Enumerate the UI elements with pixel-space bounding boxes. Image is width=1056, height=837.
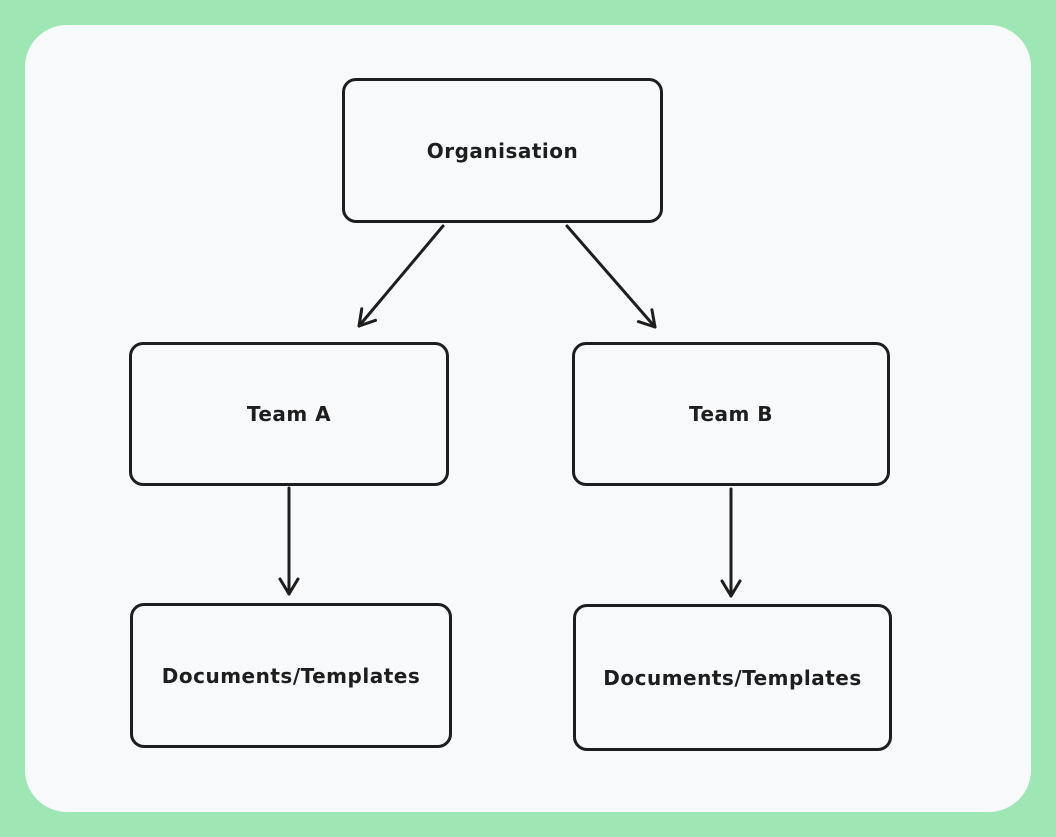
node-team-b-label: Team B bbox=[688, 402, 774, 426]
node-documents-templates-a[interactable]: Documents/Templates bbox=[130, 603, 452, 748]
diagram-canvas bbox=[25, 25, 1031, 812]
node-team-b[interactable]: Team B bbox=[572, 342, 890, 486]
node-documents-templates-b[interactable]: Documents/Templates bbox=[573, 604, 892, 751]
node-team-a[interactable]: Team A bbox=[129, 342, 449, 486]
node-documents-templates-b-label: Documents/Templates bbox=[603, 665, 862, 690]
node-documents-templates-a-label: Documents/Templates bbox=[161, 663, 421, 688]
node-organisation-label: Organisation bbox=[426, 138, 579, 163]
node-organisation[interactable]: Organisation bbox=[342, 78, 663, 223]
node-team-a-label: Team A bbox=[246, 402, 332, 426]
